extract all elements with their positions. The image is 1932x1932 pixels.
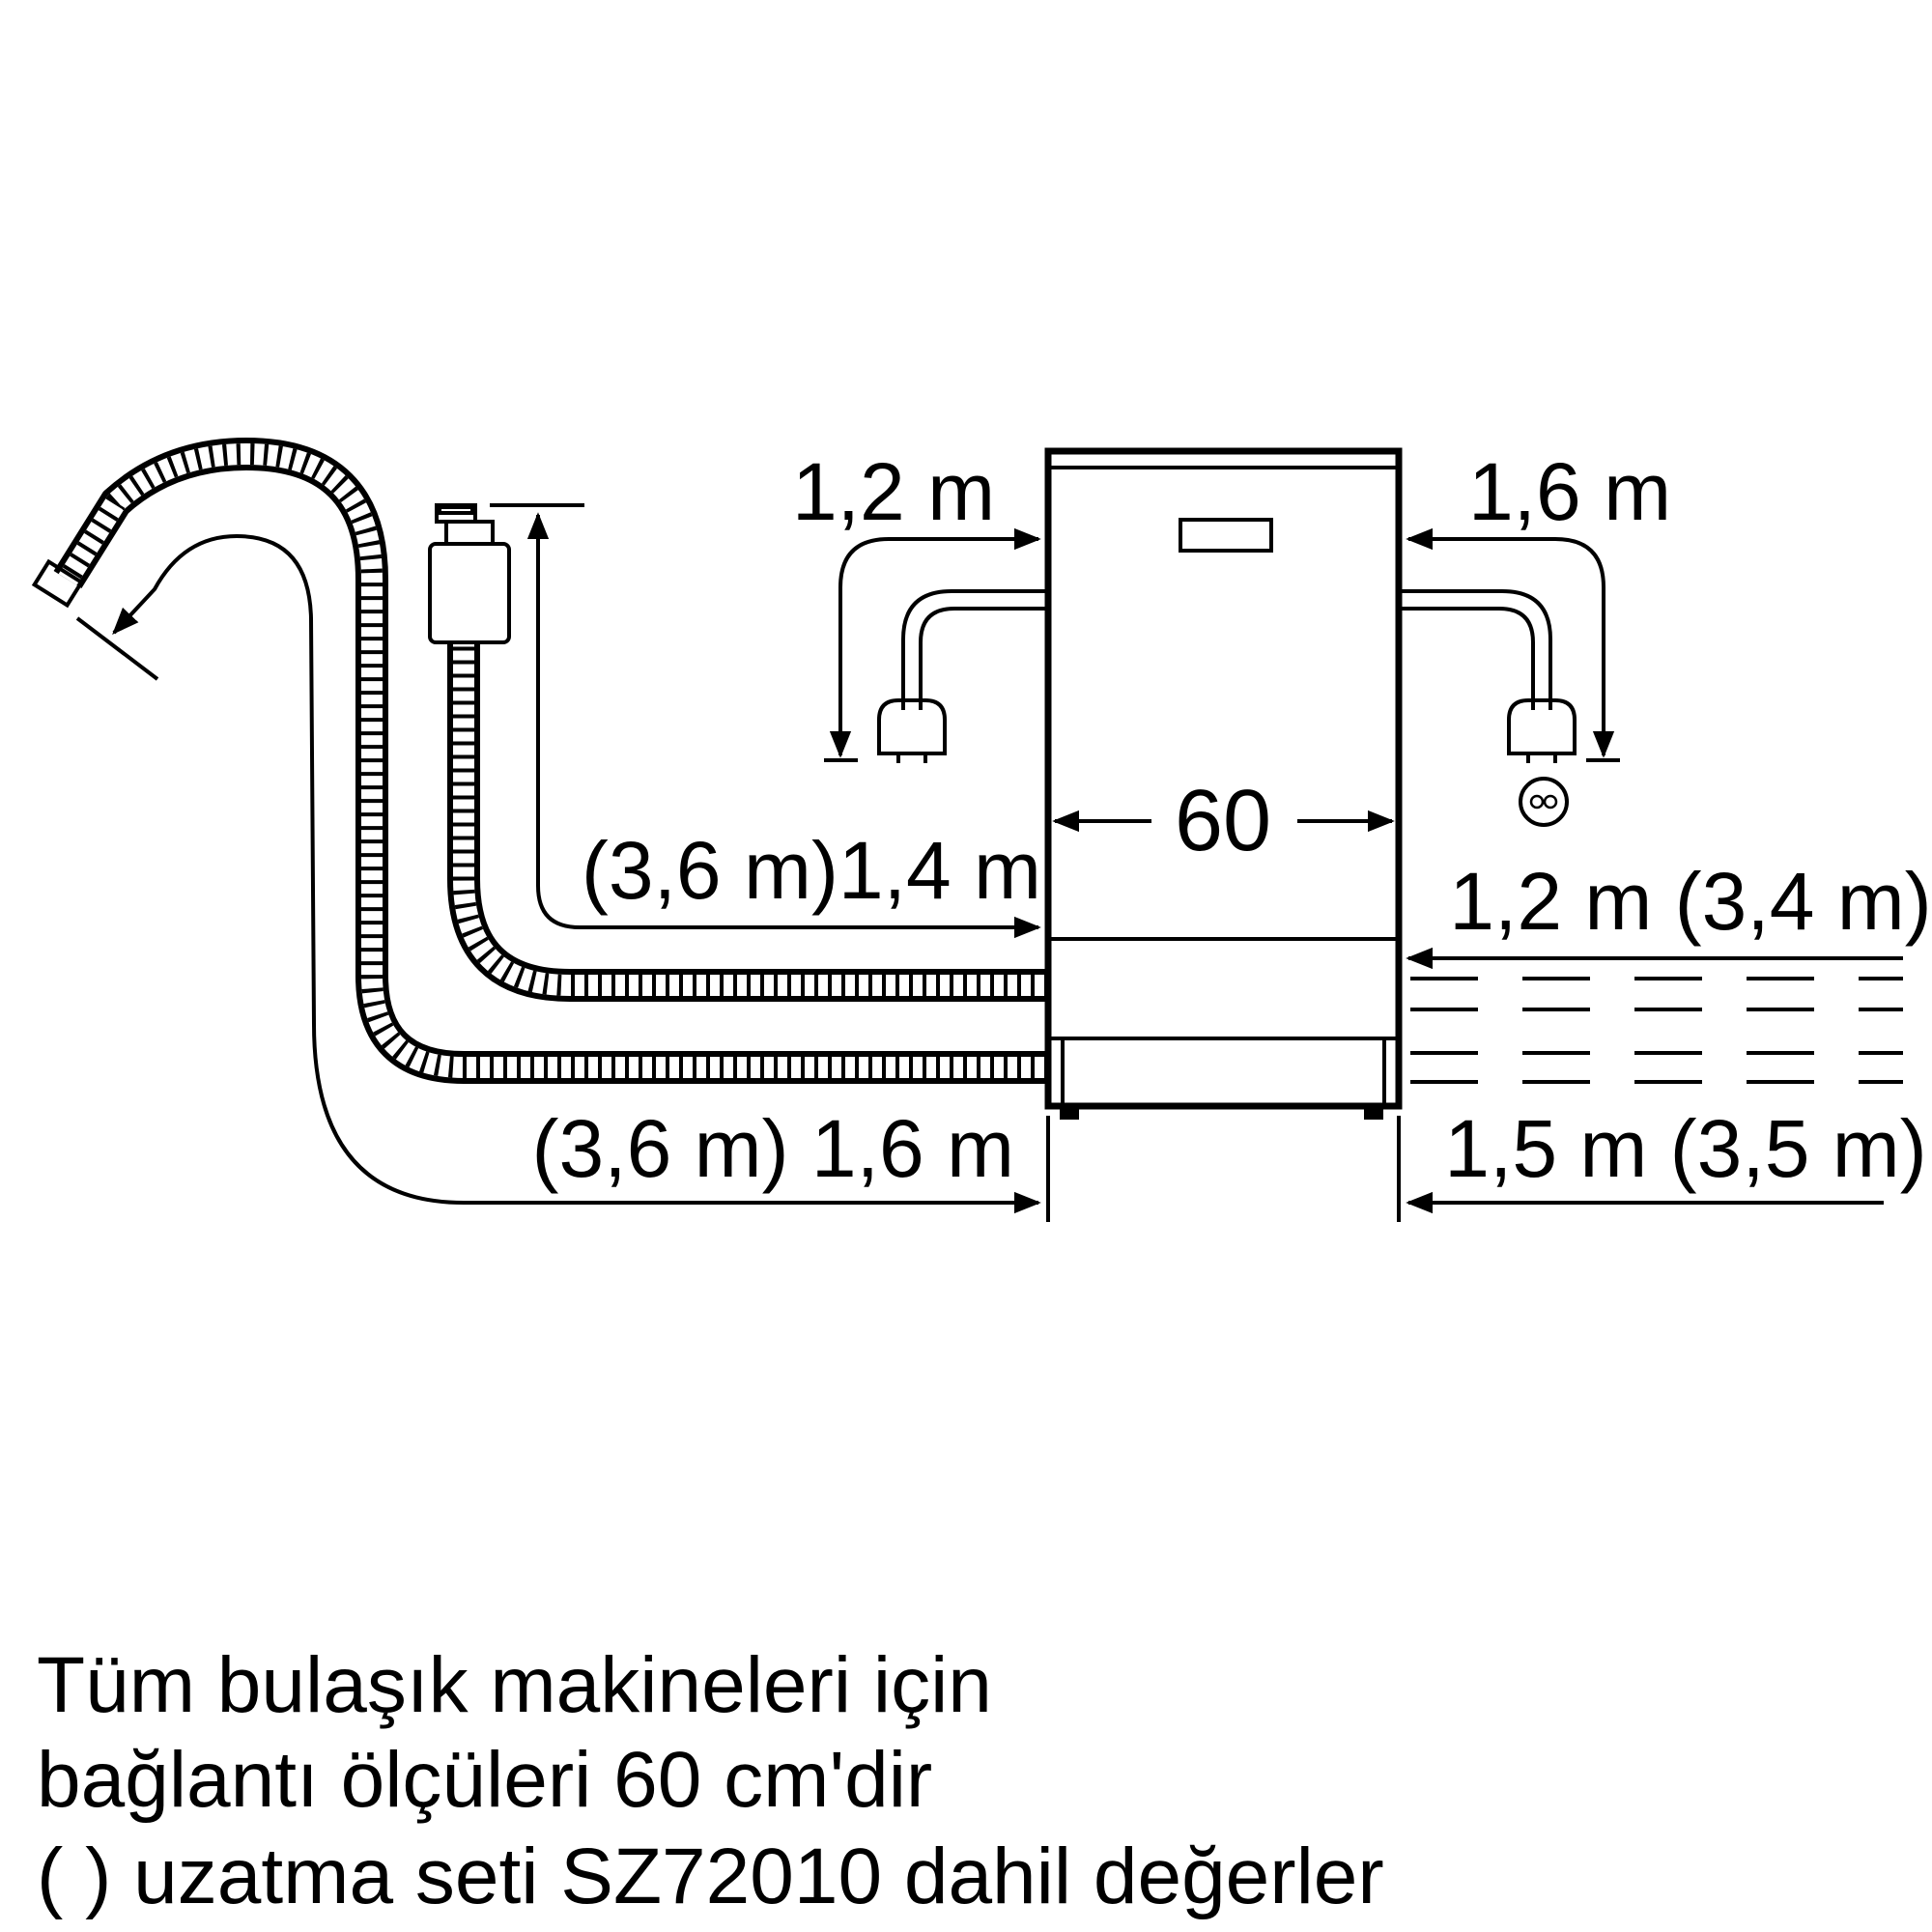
dishwasher-icon — [1044, 447, 1403, 1120]
plug-icon — [877, 698, 947, 763]
plug-icon — [1507, 698, 1577, 763]
socket-icon — [1519, 777, 1569, 827]
water-tap-icon — [428, 503, 511, 644]
width-label: 60 — [1175, 773, 1271, 869]
caption: Tüm bulaşık makineleri için bağlantı ölç… — [37, 1641, 1384, 1920]
right-hoses: 1,2 m (3,4 m) 1,5 m (3,5 m) — [1397, 856, 1932, 1222]
drain-hose-icon: (3,6 m) 1,6 m — [31, 437, 1050, 1222]
width-dimension: 60 — [1052, 773, 1395, 869]
caption-line-3: ( ) uzatma seti SZ72010 dahil değerler — [37, 1833, 1384, 1920]
right-power-cord: 1,6 m — [1399, 446, 1671, 827]
caption-line-2: bağlantı ölçüleri 60 cm'dir — [37, 1736, 932, 1824]
upper-right-hose-label: 1,2 m (3,4 m) — [1449, 856, 1931, 947]
lower-right-hose-label: 1,5 m (3,5 m) — [1444, 1103, 1926, 1194]
right-cord-label: 1,6 m — [1468, 446, 1671, 537]
left-power-cord: 1,2 m — [792, 446, 1048, 763]
caption-line-1: Tüm bulaşık makineleri için — [37, 1641, 992, 1729]
left-cord-label: 1,2 m — [792, 446, 995, 537]
upper-left-hose-label: (3,6 m)1,4 m — [582, 825, 1041, 916]
inlet-hose: (3,6 m)1,4 m — [428, 503, 1048, 1002]
lower-left-hose-label: (3,6 m) 1,6 m — [532, 1103, 1014, 1194]
